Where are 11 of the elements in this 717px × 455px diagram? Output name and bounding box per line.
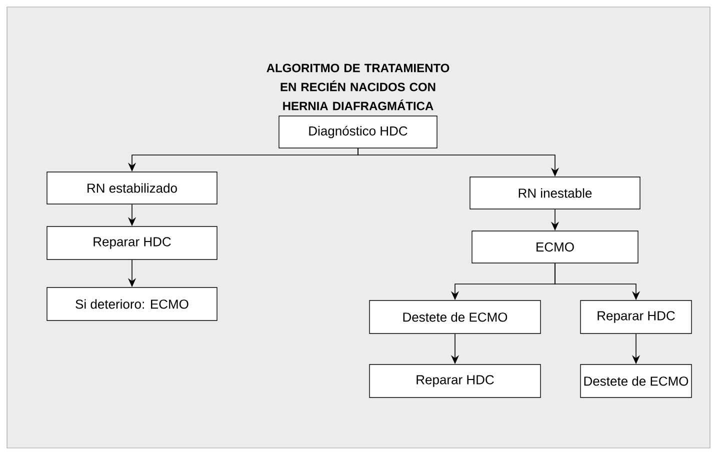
process-box: Reparar HDC [46, 226, 218, 260]
process-box: Destete de ECMO [580, 364, 692, 398]
process-box: RN inestable [470, 176, 640, 210]
process-box: Si deterioro: ECMO [46, 287, 218, 321]
process-box: ECMO [472, 230, 638, 264]
process-box: Reparar HDC [369, 364, 541, 398]
title: ALGORITMO DE TRATAMIENTO EN RECIÉN NACIDOS CON HERNIA DIAFRAGMÁTICA [266, 64, 450, 110]
process-box: Reparar HDC [580, 300, 692, 334]
process-box: Diagnóstico HDC [278, 116, 438, 148]
process-box: Destete de ECMO [369, 300, 541, 334]
process-box: RN estabilizado [46, 172, 218, 204]
